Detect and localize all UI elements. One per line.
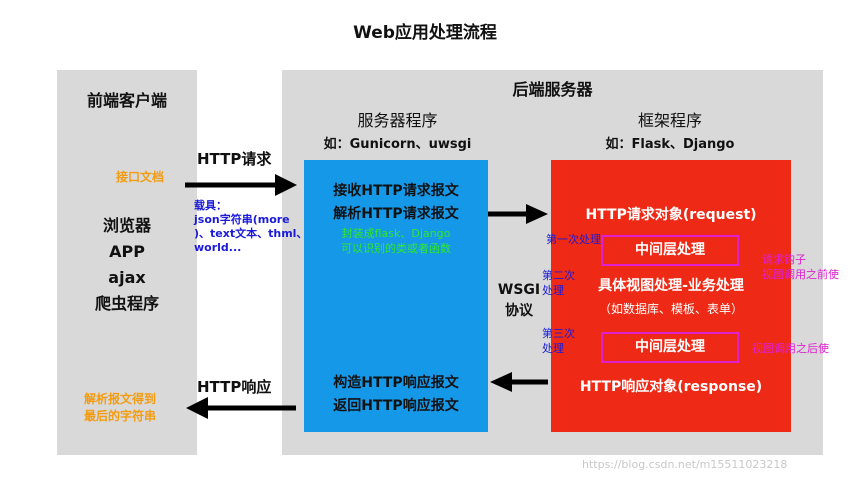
wrap-note: 封装成flask、Django 可以识别的类或者函数 <box>341 227 451 255</box>
client-crawler: 爬虫程序 <box>94 294 159 313</box>
page-title: Web应用处理流程 <box>353 23 497 43</box>
receive-line: 接收HTTP请求报文 <box>333 183 459 199</box>
third-process-note: 第三次 处理 <box>542 327 575 355</box>
server-respond: 构造HTTP响应报文 返回HTTP响应报文 <box>304 372 488 418</box>
middleware-box-1: 中间层处理 <box>601 235 739 266</box>
frontend-panel: 前端客户端 浏览器 APP ajax 爬虫程序 <box>57 70 197 455</box>
build-response-line: 构造HTTP响应报文 <box>333 375 459 391</box>
parse-note: 解析报文得到 最后的字符串 <box>84 392 157 423</box>
server-receive: 接收HTTP请求报文 解析HTTP请求报文 <box>304 180 488 226</box>
watermark: https://blog.csdn.net/m15511023218 <box>582 458 788 471</box>
server-heading: 服务器程序 <box>357 111 438 130</box>
request-object: HTTP请求对象(request) <box>585 207 757 223</box>
http-request-label: HTTP请求 <box>197 150 272 168</box>
framework-heading: 框架程序 <box>637 111 702 130</box>
frontend-heading: 前端客户端 <box>86 91 167 110</box>
response-arrow-icon <box>186 397 296 419</box>
client-ajax: ajax <box>108 268 146 287</box>
first-process-note: 第一次处理 <box>546 233 601 246</box>
view-processing: 具体视图处理-业务处理 <box>598 278 744 294</box>
framework-box: HTTP请求对象(request) 中间层处理 具体视图处理-业务处理 （如数据… <box>551 160 791 432</box>
request-arrow-icon <box>185 174 297 196</box>
wsgi-label: WSGI 协议 <box>497 282 541 319</box>
return-response-line: 返回HTTP响应报文 <box>333 398 459 414</box>
framework-example: 如：Flask、Django <box>605 137 735 152</box>
server-box: 接收HTTP请求报文 解析HTTP请求报文 封装成flask、Django 可以… <box>304 160 488 432</box>
middleware-box-2: 中间层处理 <box>601 332 739 363</box>
second-process-note: 第二次 处理 <box>542 269 575 297</box>
server-example: 如：Gunicorn、uwsgi <box>323 137 472 152</box>
server-to-framework-arrow-icon <box>488 204 548 224</box>
backend-heading: 后端服务器 <box>512 80 593 99</box>
api-doc-note: 接口文档 <box>116 170 165 184</box>
carrier-note: 载具： json字符串(more )、text文本、thml、 world... <box>194 199 308 254</box>
client-list: 浏览器 APP ajax 爬虫程序 <box>57 213 197 317</box>
hook-after-note: 视图调用之后使 <box>752 342 829 355</box>
http-response-label: HTTP响应 <box>197 378 272 396</box>
client-browser: 浏览器 <box>102 216 151 235</box>
parse-line: 解析HTTP请求报文 <box>333 206 459 222</box>
client-app: APP <box>109 242 145 261</box>
response-object: HTTP响应对象(response) <box>579 379 763 395</box>
view-processing-sub: （如数据库、模板、表单） <box>598 302 743 316</box>
framework-to-server-arrow-icon <box>490 372 548 392</box>
hook-before-note: 请求钩子 视图调用之前使 <box>762 253 839 281</box>
